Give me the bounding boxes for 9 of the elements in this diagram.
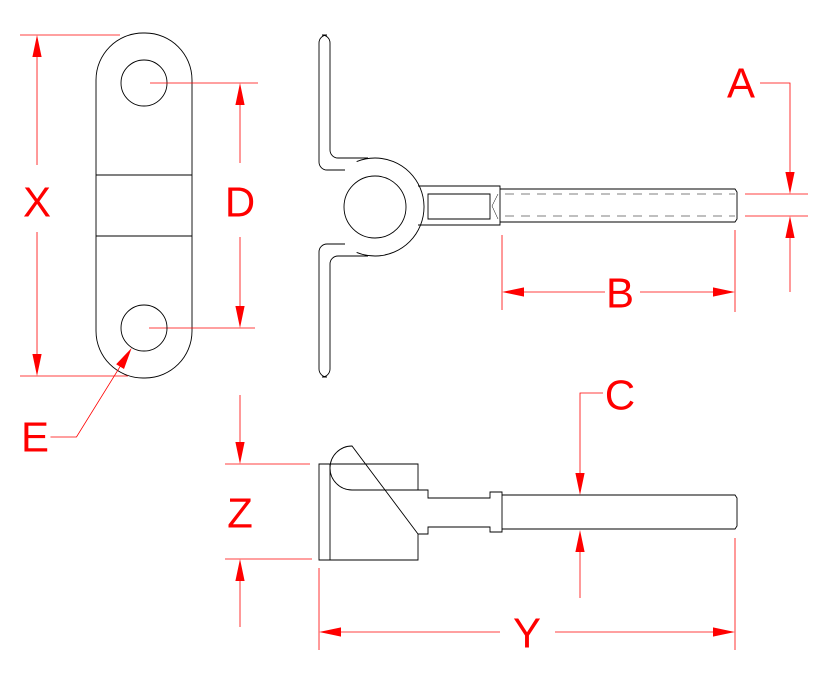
callout-letter: E [24, 422, 48, 452]
dimension-label: A [727, 68, 755, 98]
dimension-label: Y [514, 618, 540, 648]
mounting-hole [120, 304, 168, 352]
dimension-label: X [24, 188, 50, 216]
dimension-label: C [606, 380, 634, 410]
dimension-label: Z [228, 498, 252, 528]
dimension-label: B [609, 278, 632, 308]
dimension-label: D [228, 188, 254, 216]
